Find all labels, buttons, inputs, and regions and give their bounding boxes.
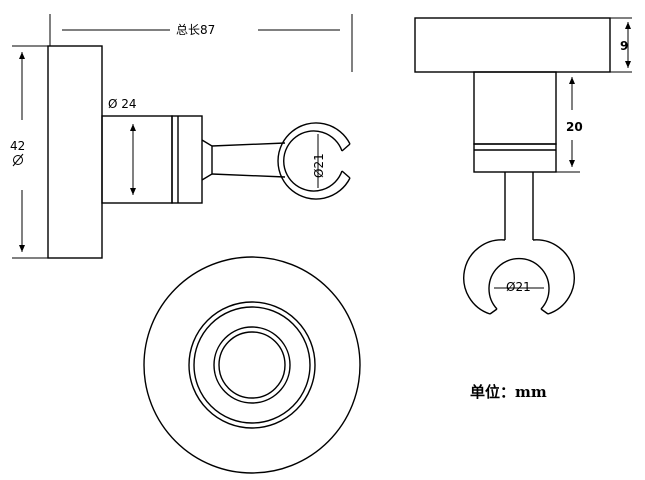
- collar-height-label: 20: [566, 120, 583, 134]
- top-view: [143, 256, 361, 474]
- front-base-plate: [414, 17, 611, 73]
- arm-taper: [201, 139, 213, 181]
- side-view: 总长87 42 Ø 24 Ø21: [10, 14, 353, 259]
- base-plate: [47, 45, 103, 259]
- clip-diameter-label: Ø21: [312, 153, 326, 178]
- front-clip-diameter-label: Ø21: [506, 280, 531, 294]
- front-ring: [473, 143, 557, 173]
- clip-inner: [283, 130, 343, 192]
- unit-label: 单位：mm: [470, 383, 547, 401]
- front-clip-outer-left: [463, 239, 506, 315]
- collar-ring-outer: [188, 301, 316, 429]
- collar: [101, 115, 173, 204]
- total-length-label: 总长87: [176, 23, 215, 37]
- arm-top: [211, 142, 286, 147]
- front-clip-inner: [488, 257, 550, 310]
- collar-diameter-label: Ø 24: [108, 97, 137, 111]
- outer-disc: [143, 256, 361, 474]
- base-height-label: 9: [620, 39, 628, 53]
- diameter-symbol-icon: [12, 153, 24, 167]
- base-diameter-label: 42: [10, 139, 25, 153]
- center-ring-outer: [213, 326, 291, 404]
- front-view: 9 20 Ø21: [414, 17, 632, 315]
- center-ring-inner: [218, 331, 286, 399]
- clip-outer: [277, 122, 351, 200]
- front-collar: [473, 71, 557, 145]
- ring: [171, 115, 203, 204]
- arm-bottom: [211, 173, 286, 178]
- collar-ring-inner: [193, 306, 311, 424]
